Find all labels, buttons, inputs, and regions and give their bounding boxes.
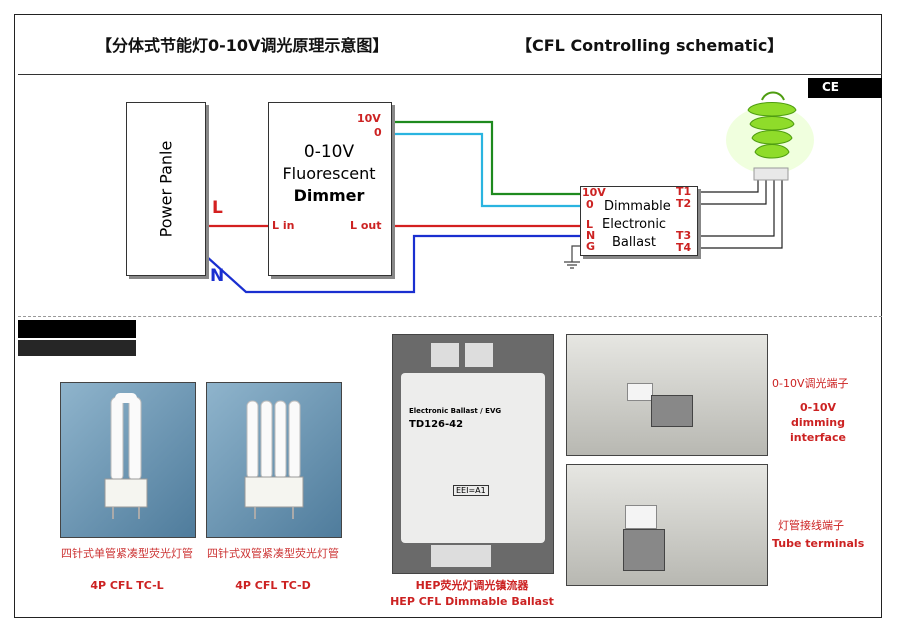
title-chinese: 【分体式节能灯0-10V调光原理示意图】 [96, 36, 389, 55]
neutral-label: N [210, 266, 225, 286]
ballast-pin-t4: T4 [676, 241, 692, 254]
neutral-wire [205, 234, 580, 294]
ballast-photo: Electronic Ballast / EVG TD126-42 EEI=A1 [392, 334, 554, 574]
dimmer-label-2: Fluorescent [282, 164, 376, 183]
dim-if-en-caption: 0-10V dimming interface [790, 401, 846, 444]
ballast-pin-t3: T3 [676, 229, 692, 242]
ballast-label-2: Electronic [602, 217, 667, 232]
dim-if-cn-caption: 0-10V调光端子 [772, 377, 849, 390]
tc-l-lamp-icon [104, 393, 148, 519]
phase-label: L [212, 198, 223, 218]
ballast-photo-brand: Electronic Ballast / EVG [409, 407, 502, 415]
dimmer-pin-10v: 10V [357, 112, 381, 125]
ballast-photo-mark: EEI=A1 [453, 485, 489, 496]
dim-plus-wire [390, 120, 580, 196]
tube-terminals-photo [566, 464, 768, 586]
corner-badge: CE [808, 78, 882, 98]
ballast-pin-0: 0 [586, 198, 594, 211]
ballast-label-1: Dimmable [604, 199, 671, 214]
ballast-pin-l: L [586, 218, 594, 231]
title-english: 【CFL Controlling schematic】 [516, 36, 784, 55]
power-panel-label: Power Panle [156, 140, 176, 238]
lamp-wire-t4 [696, 176, 783, 249]
header-divider [18, 74, 882, 75]
ballast-pin-t1: T1 [676, 185, 692, 198]
dimming-interface-photo [566, 334, 768, 456]
ballast-pin-g: G [586, 240, 596, 253]
ballast-photo-model: TD126-42 [409, 419, 464, 430]
tube-en-caption: Tube terminals [772, 537, 865, 550]
section-divider [18, 316, 882, 317]
ground-symbol [564, 261, 580, 269]
ballast-box [580, 186, 698, 256]
ballast-pin-10v: 10V [582, 186, 606, 199]
dimmer-pin-0: 0 [374, 126, 382, 139]
redaction-block-2 [18, 340, 136, 356]
lamp-wire-t2 [696, 176, 767, 205]
lamp-wire-t1 [696, 176, 759, 193]
dimmer-pin-l-out: L out [350, 219, 382, 232]
tube-cn-caption: 灯管接线端子 [778, 519, 844, 532]
ballast-pin-t2: T2 [676, 197, 692, 210]
dimmer-label-3: Dimmer [293, 186, 365, 205]
lamp-wire-t3 [696, 176, 775, 237]
ballast-pin-n: N [586, 229, 596, 242]
lamp2-en-caption: 4P CFL TC-D [235, 579, 311, 592]
lamp1-cn-caption: 四针式单管紧凑型荧光灯管 [61, 547, 193, 560]
lamp2-cn-caption: 四针式双管紧凑型荧光灯管 [207, 547, 339, 560]
lamp-photo-tc-l [60, 382, 196, 538]
lamp-photo-tc-d [206, 382, 342, 538]
lamp1-en-caption: 4P CFL TC-L [90, 579, 164, 592]
dimmer-box [268, 102, 392, 276]
cfl-lamp-icon [726, 91, 814, 181]
ballast-en-caption: HEP CFL Dimmable Ballast [390, 595, 554, 608]
dim-minus-wire [390, 132, 580, 208]
ground-wire [571, 245, 580, 262]
dimmer-pin-l-in: L in [272, 219, 295, 232]
ballast-label-3: Ballast [612, 235, 656, 250]
ballast-cn-caption: HEP荧光灯调光镇流器 [415, 579, 529, 592]
dimmer-label-1: 0-10V [303, 142, 355, 162]
redaction-block [18, 320, 136, 338]
tc-d-lamp-icon [244, 400, 304, 519]
power-panel: Power Panle [126, 102, 206, 276]
